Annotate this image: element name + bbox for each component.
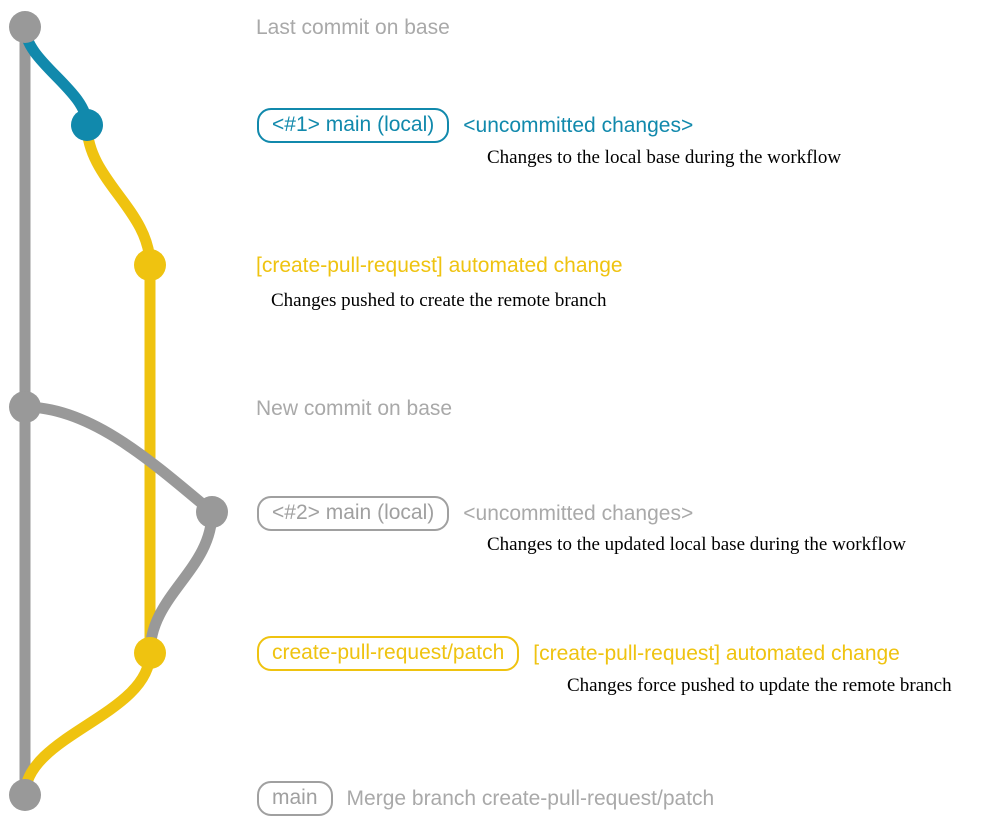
edge-basenew-to-local2 — [19, 401, 218, 518]
commit-node-base-last — [9, 11, 41, 43]
edge-local2-to-patch-force — [144, 506, 218, 659]
note-patch-create: Changes pushed to create the remote bran… — [271, 290, 607, 311]
note-local-1: Changes to the local base during the wor… — [487, 147, 842, 168]
row-local-2: <#2> main (local) <uncommitted changes> — [257, 496, 693, 531]
row-patch-force: create-pull-request/patch [create-pull-r… — [257, 636, 900, 671]
commit-node-patch-create — [134, 249, 166, 281]
badge-create-pull-request-patch[interactable]: create-pull-request/patch — [257, 636, 520, 671]
badge-main[interactable]: main — [257, 781, 333, 816]
badge-local-2[interactable]: <#2> main (local) — [257, 496, 450, 531]
row-merge: main Merge branch create-pull-request/pa… — [257, 781, 714, 816]
subject-automated-change-1: [create-pull-request] automated change — [256, 254, 623, 277]
commit-node-local-1 — [71, 109, 103, 141]
subject-uncommitted-changes-2: <uncommitted changes> — [463, 502, 694, 525]
commit-node-patch-force — [134, 637, 166, 669]
commit-nodes — [9, 11, 228, 811]
row-patch-create: [create-pull-request] automated change — [256, 255, 623, 276]
subject-automated-change-2: [create-pull-request] automated change — [533, 642, 900, 665]
edge-local1-to-patch-create — [81, 119, 156, 271]
label-last-commit-on-base: Last commit on base — [256, 16, 450, 39]
row-local-1: <#1> main (local) <uncommitted changes> — [257, 108, 693, 143]
note-local-2: Changes to the updated local base during… — [487, 534, 906, 555]
subject-uncommitted-changes-1: <uncommitted changes> — [463, 114, 694, 137]
edge-base-to-local1 — [19, 21, 93, 131]
subject-merge-branch: Merge branch create-pull-request/patch — [346, 787, 715, 810]
label-new-commit-on-base: New commit on base — [256, 397, 453, 420]
commit-node-local-2 — [196, 496, 228, 528]
edge-patch-force-to-merge — [19, 647, 156, 801]
commit-node-base-new — [9, 391, 41, 423]
commit-node-base-merge — [9, 779, 41, 811]
badge-local-1[interactable]: <#1> main (local) — [257, 108, 450, 143]
note-patch-force: Changes force pushed to update the remot… — [567, 675, 952, 696]
